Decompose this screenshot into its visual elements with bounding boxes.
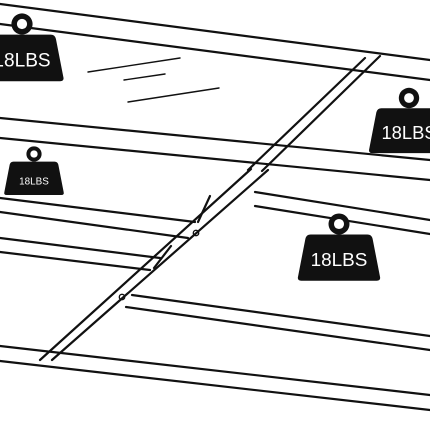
- weight-center-right-body: [297, 234, 381, 281]
- weight-center-right-icon: 18LBS: [297, 213, 381, 281]
- weight-top-right-icon: 18LBS: [369, 87, 430, 154]
- weight-mid-left-ring-hole: [30, 150, 38, 158]
- glass-reflection-lines: [87, 57, 220, 103]
- weight-top-left-body: [0, 34, 64, 82]
- weight-mid-left-body: [4, 161, 64, 196]
- grid-hole-markers: [118, 229, 200, 301]
- weight-mid-left-label: 18LBS: [19, 176, 49, 187]
- weight-top-left-label: 18LBS: [0, 50, 51, 71]
- weight-top-left-ring-hole: [16, 18, 28, 30]
- weight-mid-left-icon: 18LBS: [4, 146, 64, 196]
- grid-runners: [0, 2, 430, 412]
- weight-top-left-icon: 18LBS: [0, 13, 64, 82]
- weight-center-right-label: 18LBS: [311, 250, 368, 271]
- diagonal-cross-tee: [38, 54, 382, 362]
- weight-top-right-label: 18LBS: [381, 122, 430, 143]
- weight-top-right-ring-hole: [404, 93, 414, 103]
- weight-center-right-ring-hole: [333, 218, 345, 230]
- weight-top-right-body: [369, 108, 430, 154]
- weights-layer: 18LBS 18LBS 18LBS 18LBS: [0, 13, 430, 281]
